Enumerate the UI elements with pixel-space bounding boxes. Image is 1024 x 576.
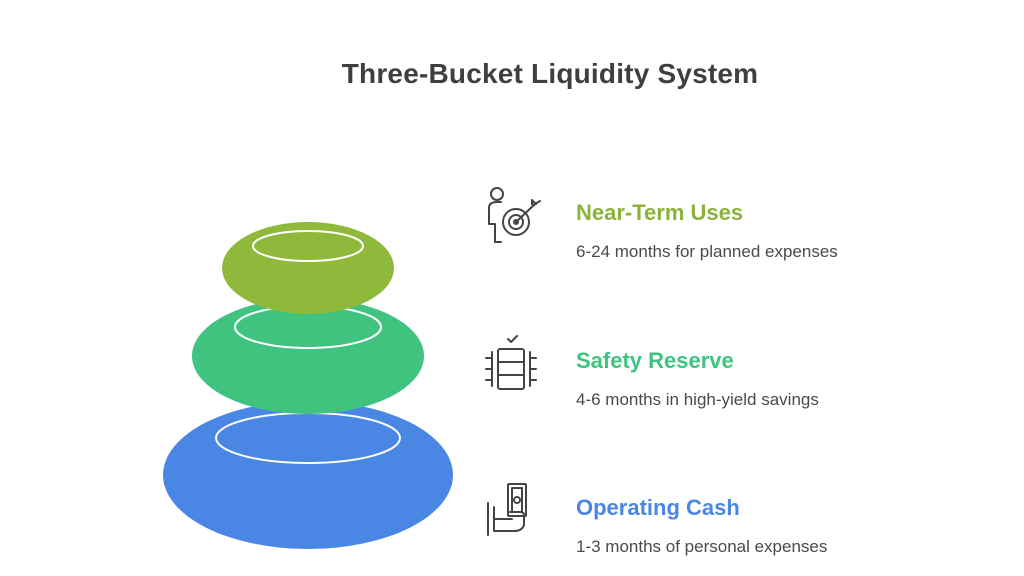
bucket-label: Near-Term Uses [576,200,744,225]
bucket-label: Operating Cash [576,495,740,520]
bucket-description: 1-3 months of personal expenses [576,537,828,556]
bucket-description: 6-24 months for planned expenses [576,242,838,261]
bucket-label: Safety Reserve [576,348,734,373]
database-check-icon [485,335,537,390]
bucket-description: 4-6 months in high-yield savings [576,390,819,409]
bucket-item-safety-reserve: Safety Reserve 4-6 months in high-yield … [480,332,1000,422]
person-target-icon [488,187,541,243]
near-term-bucket-shape [222,222,394,314]
cash-in-hand-icon [487,483,527,536]
safety-reserve-bucket-shape [192,298,424,414]
page-title: Three-Bucket Liquidity System [341,58,759,89]
bucket-item-near-term: Near-Term Uses 6-24 months for planned e… [480,184,1000,274]
bucket-item-operating-cash: Operating Cash 1-3 months of personal ex… [480,479,1000,569]
operating-cash-bucket-shape [163,401,453,549]
bucket-stack-graphic [163,222,453,549]
